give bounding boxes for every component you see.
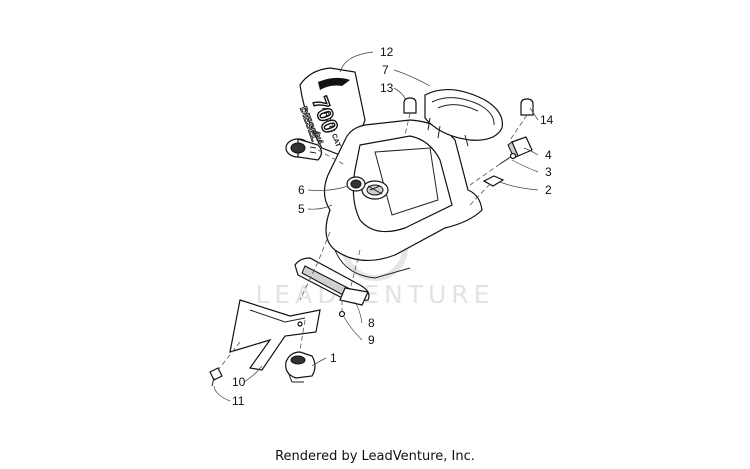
part-gauge[interactable]: [424, 88, 503, 147]
callout-10: 10: [232, 375, 246, 389]
callout-11: 11: [232, 394, 245, 408]
part-mount-bracket[interactable]: [294, 257, 370, 306]
part-bezel-ring[interactable]: [346, 176, 366, 192]
part-decal[interactable]: ARCTIC CAT 700 DIESEL 4x4: [297, 67, 366, 156]
part-pod-housing[interactable]: [323, 119, 483, 279]
part-fastener[interactable]: [209, 367, 223, 387]
callout-14: 14: [540, 113, 554, 127]
part-bulb-left[interactable]: [403, 97, 417, 114]
part-screw[interactable]: [499, 152, 517, 165]
decal-drive: 4x4: [312, 130, 325, 146]
callout-6: 6: [298, 183, 305, 197]
watermark-text: LEADVENTURE: [256, 280, 495, 309]
callout-3: 3: [545, 165, 552, 179]
callout-1: 1: [330, 351, 337, 365]
assembly-lines: [217, 112, 528, 371]
part-rocker-switch[interactable]: [285, 351, 316, 383]
callout-2: 2: [545, 183, 552, 197]
part-bulb-right[interactable]: [520, 98, 534, 116]
callout-5: 5: [298, 202, 305, 216]
callout-8: 8: [368, 316, 375, 330]
part-small-screw[interactable]: [338, 310, 346, 318]
callout-7: 7: [382, 63, 389, 77]
callouts: 12 7 13 14 4 3 2 6 5 8 9 1 10 11: [232, 45, 554, 408]
callout-4: 4: [545, 148, 552, 162]
footer-credit: Rendered by LeadVenture, Inc.: [275, 449, 475, 464]
hour-meter-window: [361, 180, 389, 200]
part-power-point[interactable]: [285, 138, 323, 161]
part-bracket-plate[interactable]: [229, 299, 321, 371]
part-nut[interactable]: [482, 175, 505, 187]
callout-9: 9: [368, 333, 375, 347]
leader-lines: [213, 51, 539, 402]
callout-13: 13: [380, 81, 394, 95]
callout-12: 12: [380, 45, 394, 59]
